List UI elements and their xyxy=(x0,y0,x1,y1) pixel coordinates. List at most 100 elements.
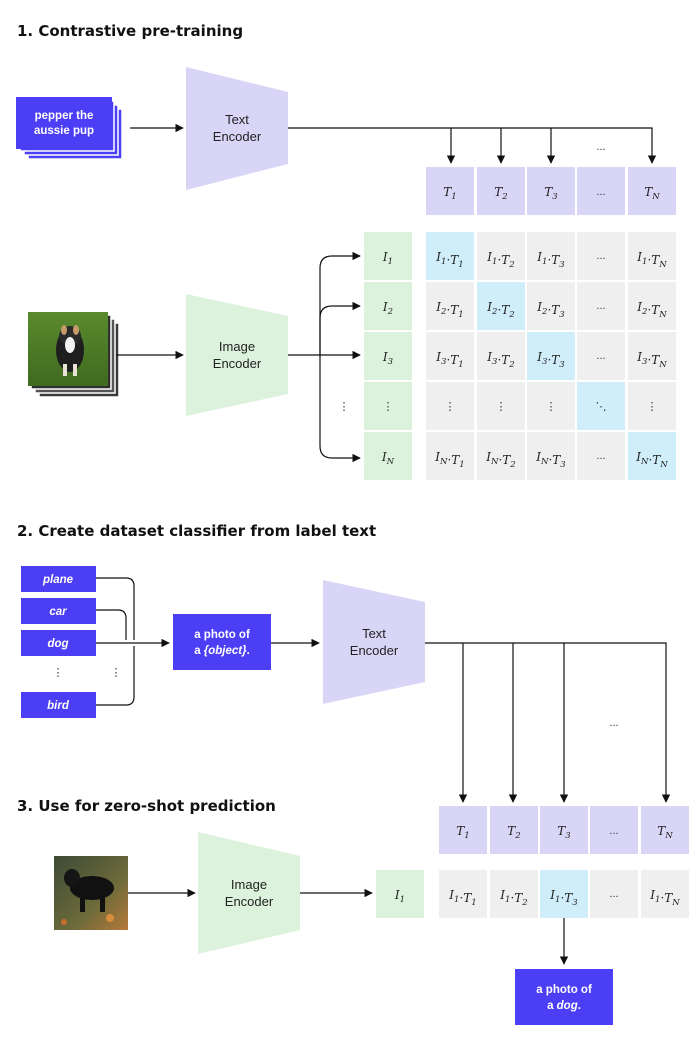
text-embedding-label: T1 xyxy=(443,185,456,202)
matrix-cell xyxy=(577,232,625,280)
text-encoder-2-label-1: Text xyxy=(362,626,386,641)
matrix-cell xyxy=(426,282,474,330)
image-encoder-2-label-1: Image xyxy=(231,877,267,892)
matrix-cell xyxy=(477,332,525,380)
image-embedding-cell xyxy=(364,232,412,280)
image-embedding-cell xyxy=(364,382,412,430)
caption-line2: aussie pup xyxy=(34,125,94,137)
image-embedding-cell xyxy=(364,332,412,380)
matrix-cell xyxy=(577,282,625,330)
matrix-cell xyxy=(527,232,575,280)
image-embedding-cell-single xyxy=(376,870,424,918)
template-line1: a photo of xyxy=(194,629,250,641)
image-embedding-label: I3 xyxy=(382,350,393,367)
zero-shot-cell-label: I1·T1 xyxy=(448,888,476,908)
text-embedding-cell xyxy=(628,167,676,215)
matrix-ellipsis: ... xyxy=(596,450,605,462)
label-plane xyxy=(21,566,96,592)
label-text-dog: dog xyxy=(47,638,68,650)
matrix-cell xyxy=(477,382,525,430)
matrix-cell-label: IN·T1 xyxy=(434,450,464,470)
text-embedding-cell xyxy=(477,167,525,215)
label-text-bird: bird xyxy=(47,700,70,712)
matrix-cell xyxy=(527,432,575,480)
matrix-cell-diagonal xyxy=(527,332,575,380)
matrix-cell-label: I3·T3 xyxy=(536,350,564,370)
matrix-vdots: ⋮ xyxy=(496,401,507,413)
heading-dataset-classifier: 2. Create dataset classifier from label … xyxy=(17,522,376,540)
prompt-template: a photo of a {object}. xyxy=(173,614,271,670)
text-embedding-label-2: T3 xyxy=(557,824,570,841)
text-embedding-cell-2 xyxy=(490,806,538,854)
heading-zero-shot-prediction: 3. Use for zero-shot prediction xyxy=(17,797,276,815)
matrix-cell xyxy=(628,232,676,280)
text-encoder-1-label-2: Encoder xyxy=(213,129,262,144)
matrix-vdots: ⋮ xyxy=(445,401,456,413)
matrix-ellipsis: ... xyxy=(596,350,605,362)
caption-line1: pepper the xyxy=(35,110,94,122)
label-text-car: car xyxy=(49,606,67,618)
text-embedding-cell xyxy=(577,167,625,215)
image-embedding-vdots: ⋮ xyxy=(383,401,394,413)
zero-shot-cell xyxy=(439,870,487,918)
matrix-cell-label: I2·T2 xyxy=(486,300,514,320)
matrix-cell-label: I2·T1 xyxy=(435,300,463,320)
matrix-cell-diagonal xyxy=(426,232,474,280)
image-embedding-single: I1 xyxy=(376,870,424,918)
image-stack-puppy xyxy=(28,312,120,398)
matrix-cell-label: I3·T2 xyxy=(486,350,514,370)
label-car xyxy=(21,598,96,624)
matrix-cell xyxy=(527,382,575,430)
matrix-cell xyxy=(527,282,575,330)
similarity-matrix: I1·T1I1·T2I1·T3...I1·TNI2·T1I2·T2I2·T3..… xyxy=(426,232,676,480)
matrix-cell-label: I3·T1 xyxy=(435,350,463,370)
matrix-cell xyxy=(628,282,676,330)
matrix-cell-label: IN·TN xyxy=(635,450,668,470)
text-embedding-cell-2 xyxy=(439,806,487,854)
matrix-cell-label: I1·T3 xyxy=(536,250,564,270)
zero-shot-cell-label: I1·T3 xyxy=(549,888,577,908)
matrix-cell xyxy=(477,432,525,480)
matrix-vdots: ⋮ xyxy=(546,401,557,413)
image-embedding-vdots-left: ⋮ xyxy=(339,401,350,413)
text-embedding-cell-2 xyxy=(641,806,689,854)
image-encoder-1-label-2: Encoder xyxy=(213,356,262,371)
text-encoder-1: Text Encoder xyxy=(186,67,288,190)
image-encoder-2-label-2: Encoder xyxy=(225,894,274,909)
image-encoder-1-label-1: Image xyxy=(219,339,255,354)
image-encoder-1: Image Encoder xyxy=(186,294,288,416)
matrix-cell-label: I1·T1 xyxy=(435,250,463,270)
matrix-cell-diagonal xyxy=(628,432,676,480)
dog-photo xyxy=(54,856,128,930)
label-text-plane: plane xyxy=(42,574,74,586)
template-line2: a {object}. xyxy=(194,645,250,657)
matrix-cell xyxy=(477,232,525,280)
text-embedding-cell xyxy=(527,167,575,215)
text-embedding-label: T3 xyxy=(544,185,557,202)
prediction-line1: a photo of xyxy=(536,984,592,996)
matrix-cell xyxy=(577,332,625,380)
matrix-cell-label: I2·T3 xyxy=(536,300,564,320)
zero-shot-cell xyxy=(590,870,638,918)
matrix-ellipsis: ... xyxy=(596,300,605,312)
zero-shot-ellipsis: ... xyxy=(609,888,618,900)
matrix-cell xyxy=(628,332,676,380)
caption-stack: pepper the aussie pup xyxy=(16,97,123,160)
text-encoder-2-label-2: Encoder xyxy=(350,643,399,658)
zero-shot-cell-highlight xyxy=(540,870,588,918)
zero-shot-cell xyxy=(490,870,538,918)
text-embedding-ellipsis: ... xyxy=(596,141,605,153)
text-embedding-ellipsis-cell: ... xyxy=(596,186,605,198)
matrix-cell xyxy=(426,382,474,430)
matrix-cell-diagonal xyxy=(577,382,625,430)
matrix-cell xyxy=(628,382,676,430)
matrix-ddots: ⋱ xyxy=(596,401,607,413)
matrix-cell-diagonal xyxy=(477,282,525,330)
heading-contrastive-pretraining: 1. Contrastive pre-training xyxy=(17,22,243,40)
matrix-cell xyxy=(426,432,474,480)
